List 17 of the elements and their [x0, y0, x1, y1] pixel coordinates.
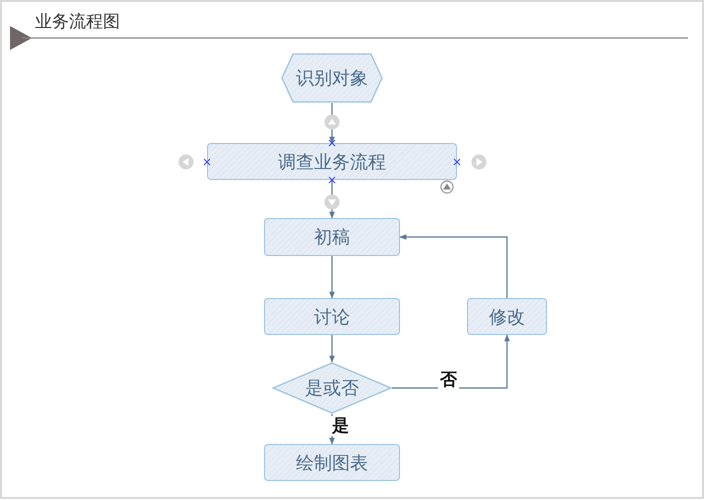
- arrow: [329, 256, 335, 299]
- arrow: [329, 180, 335, 219]
- decision-diamond: 是或否: [272, 362, 392, 414]
- process-box: 初稿: [264, 218, 400, 256]
- edge-label: 否: [438, 370, 459, 390]
- process-box: 绘制图表: [264, 444, 400, 481]
- process-box: 调查业务流程: [207, 143, 457, 180]
- diagram-title: 业务流程图: [35, 11, 120, 33]
- process-box: 修改: [467, 298, 547, 335]
- process-box: 讨论: [264, 298, 400, 335]
- edge-label: 是: [330, 416, 351, 436]
- arrow: [392, 334, 510, 389]
- arrow: [399, 234, 508, 298]
- start-hexagon: 识别对象: [281, 53, 383, 103]
- arrow: [329, 335, 335, 363]
- arrow: [329, 414, 335, 445]
- arrow: [329, 103, 335, 144]
